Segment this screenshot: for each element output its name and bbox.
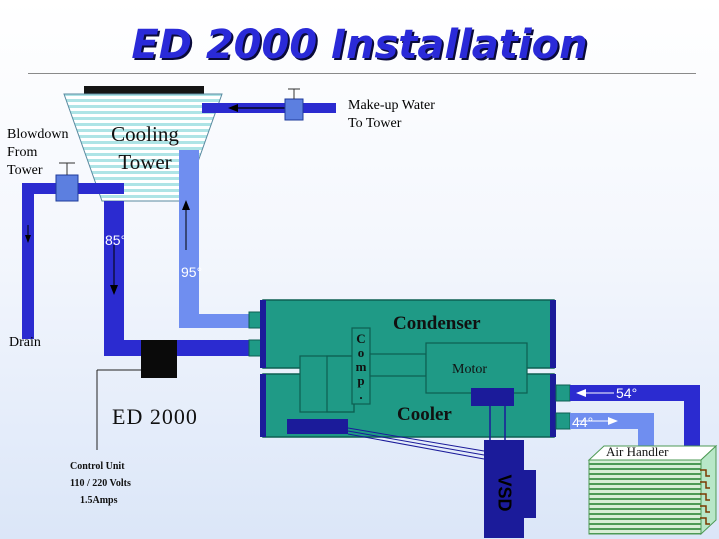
condenser-return-pipe bbox=[179, 314, 250, 328]
compressor-label: C o m p . bbox=[354, 332, 368, 402]
blowdown-label-line3: Tower bbox=[7, 163, 43, 178]
chilled-return-pipe bbox=[570, 385, 700, 401]
ed2000-unit bbox=[141, 340, 177, 378]
control-unit-label-line3: 1.5Amps bbox=[80, 495, 118, 506]
makeup-valve bbox=[284, 98, 304, 121]
compressor-label-dot: . bbox=[359, 387, 363, 402]
makeup-water-label-line1: Make-up Water bbox=[348, 98, 435, 113]
drain-label: Drain bbox=[9, 335, 41, 350]
temp-44-label: 44° bbox=[572, 414, 594, 430]
vsd-unit bbox=[484, 440, 524, 538]
temp-54-label: 54° bbox=[616, 385, 638, 401]
air-handler-coil-connections bbox=[700, 469, 710, 525]
vsd-label: VSD bbox=[494, 474, 515, 512]
makeup-water-label: Make-up Water To Tower bbox=[348, 97, 435, 133]
cooling-tower-label-line2: Tower bbox=[118, 150, 172, 174]
tower-cap bbox=[84, 86, 204, 96]
drain-pipe bbox=[22, 183, 34, 339]
makeup-water-label-line2: To Tower bbox=[348, 116, 402, 131]
blowdown-label-line2: From bbox=[7, 145, 38, 160]
control-unit-label-line2: 110 / 220 Volts bbox=[70, 478, 131, 489]
air-handler bbox=[588, 459, 702, 535]
blowdown-label-line1: Blowdown bbox=[7, 127, 69, 142]
control-unit-label-line1: Control Unit bbox=[70, 461, 125, 472]
cooler-control-box bbox=[287, 419, 348, 434]
cooler-label: Cooler bbox=[397, 404, 452, 425]
drive-shaft bbox=[369, 353, 427, 377]
motor-label: Motor bbox=[452, 362, 487, 377]
vsd-terminal bbox=[471, 388, 514, 406]
tower-return-pipe bbox=[179, 150, 199, 328]
temp-85-label: 85° bbox=[105, 232, 127, 248]
blowdown-label: Blowdown From Tower bbox=[7, 126, 68, 180]
title-divider bbox=[28, 73, 696, 74]
condenser-label: Condenser bbox=[393, 313, 481, 334]
cooling-tower-label-line1: Cooling bbox=[111, 122, 179, 146]
air-handler-label: Air Handler bbox=[606, 444, 669, 459]
cooling-tower-label: Cooling Tower bbox=[103, 120, 187, 176]
temp-95-label: 95° bbox=[181, 264, 203, 280]
compressor-label-c: C bbox=[356, 331, 366, 346]
compressor-label-o: o bbox=[357, 345, 365, 360]
compressor-label-p: p bbox=[357, 373, 365, 388]
control-unit-label: Control Unit 110 / 220 Volts 1.5Amps bbox=[70, 458, 131, 509]
ed2000-label: ED 2000 bbox=[112, 404, 198, 429]
page-title: ED 2000 Installation bbox=[131, 22, 588, 68]
compressor-label-m: m bbox=[355, 359, 367, 374]
